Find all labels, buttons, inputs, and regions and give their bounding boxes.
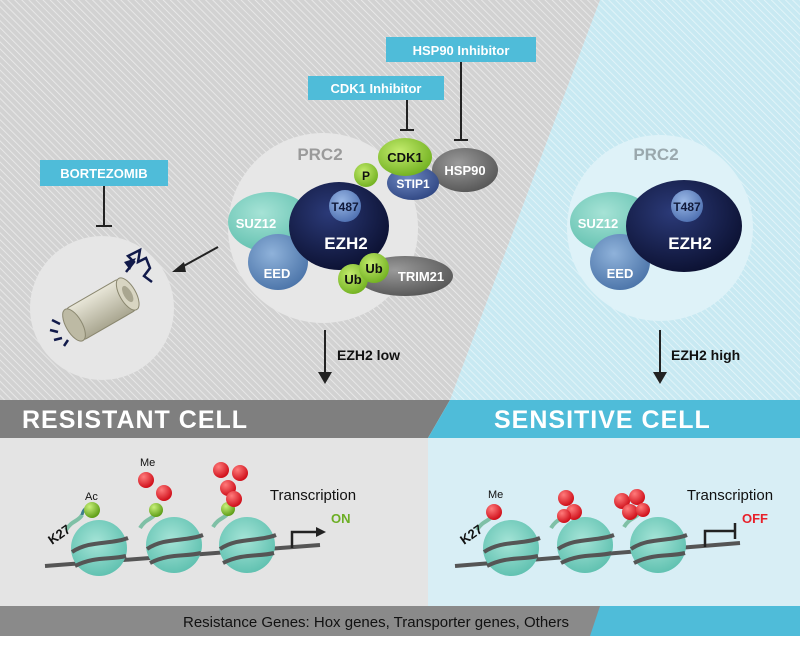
eed-label-sensitive: EED: [607, 266, 634, 281]
resistant-cell-title: RESISTANT CELL: [22, 406, 248, 434]
degradation-arrow: [179, 246, 219, 269]
ezh2-high-label: EZH2 high: [671, 347, 740, 363]
bortezomib-box: [40, 160, 168, 186]
suz12-label-sensitive: SUZ12: [578, 216, 618, 231]
ezh2-low-label: EZH2 low: [337, 347, 400, 363]
methyl-mark-s: [629, 489, 645, 505]
sensitive-cell-title: SENSITIVE CELL: [494, 406, 711, 434]
methyl-mark-s: [486, 504, 502, 520]
me-label: Me: [140, 457, 155, 469]
phospho-site: [354, 163, 378, 187]
methyl-mark: [138, 472, 154, 488]
acetyl-mark: [84, 502, 100, 518]
transcription-label-sensitive: Transcription: [687, 487, 773, 504]
methyl-mark-s: [622, 504, 638, 520]
eed-subunit: [248, 234, 308, 290]
methyl-mark-s: [614, 493, 630, 509]
hsp90-inhibitor-box: [386, 37, 536, 62]
me-label-sensitive: Me: [488, 489, 503, 501]
hsp90-subunit: [432, 148, 498, 192]
cdk1-subunit: [378, 138, 432, 176]
ezh2-subunit: [289, 182, 389, 270]
ezh2-subunit-sensitive: [626, 180, 742, 272]
methyl-mark-s: [558, 490, 574, 506]
methyl-mark-s: [636, 503, 650, 517]
bortezomib-label: BORTEZOMIB: [60, 166, 147, 181]
transcription-on: ON: [331, 511, 351, 526]
blocked-promoter: [703, 529, 734, 547]
sensitive-chromatin: [454, 489, 741, 576]
promoter-arrow: [290, 530, 318, 548]
t487-site-sensitive: [671, 190, 703, 222]
t487-label-sensitive: T487: [673, 200, 701, 214]
sensitive-chromatin-panel: [428, 438, 800, 606]
methyl-mark: [232, 465, 248, 481]
transcription-off: OFF: [742, 511, 768, 526]
ezh2-label-sensitive: EZH2: [668, 234, 711, 253]
suz12-label: SUZ12: [236, 216, 276, 231]
sensitive-header-band: [428, 400, 800, 438]
proteasome-icon: [49, 247, 153, 347]
methyl-mark: [226, 491, 242, 507]
trim21-label: TRIM21: [398, 269, 444, 284]
cdk1-inhibitor-box: [308, 76, 444, 100]
cdk1-label: CDK1: [387, 150, 422, 165]
ub-2: [359, 253, 389, 283]
footer-accent: [590, 606, 800, 636]
t487-label: T487: [331, 200, 359, 214]
prc2-title-resistant: PRC2: [297, 145, 342, 164]
methyl-mark-s: [557, 509, 571, 523]
hsp90-inhibitor-label: HSP90 Inhibitor: [413, 43, 510, 58]
ub-2-label: Ub: [365, 261, 382, 276]
hsp90-label: HSP90: [444, 163, 485, 178]
ub-1-label: Ub: [344, 272, 361, 287]
stip1-label: STIP1: [396, 177, 430, 191]
methyl-mark: [156, 485, 172, 501]
transcription-label-resistant: Transcription: [270, 487, 356, 504]
eed-label: EED: [264, 266, 291, 281]
resistant-chromatin: [44, 462, 326, 576]
prc2-title-sensitive: PRC2: [633, 145, 678, 164]
ac-label: Ac: [85, 491, 98, 503]
resistance-genes-label: Resistance Genes: Hox genes, Transporter…: [183, 614, 569, 631]
methyl-mark: [213, 462, 229, 478]
cdk1-inhibitor-label: CDK1 Inhibitor: [331, 81, 422, 96]
ezh2-label: EZH2: [324, 234, 367, 253]
t487-site: [329, 190, 361, 222]
phospho-label: P: [362, 169, 370, 183]
resistant-header-band: [0, 400, 450, 438]
acetyl-mark-2: [149, 503, 163, 517]
